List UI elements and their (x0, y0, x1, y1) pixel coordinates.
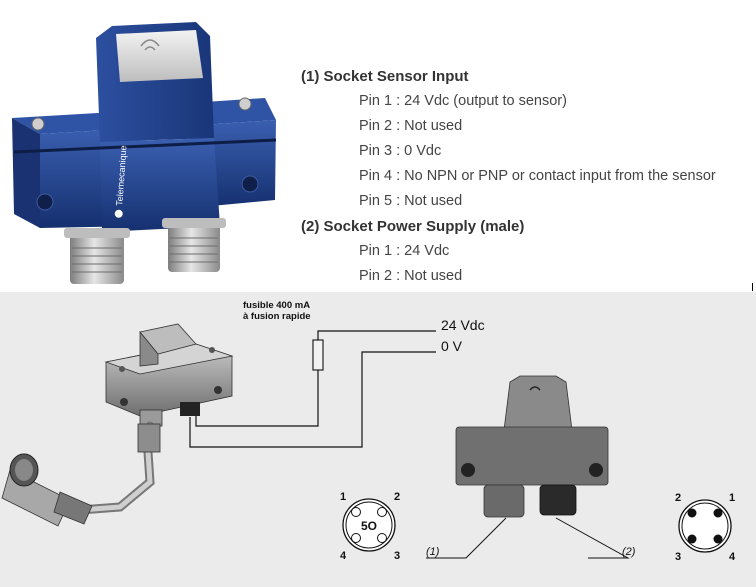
connector4-pin-3: 3 (675, 551, 681, 563)
wiring-diagram: fusible 400 mA à fusion rapide 24 Vdc 0 … (1, 300, 736, 563)
pin-specifications: (1) Socket Sensor Input Pin 1 : 24 Vdc (… (0, 0, 756, 292)
sensor-pin-1: Pin 1 : 24 Vdc (output to sensor) (359, 93, 567, 109)
divider-tick (752, 283, 753, 291)
callout-1: (1) (426, 546, 440, 558)
product-photo: Telemecanique (12, 22, 277, 284)
brand-logo: Telemecanique (114, 145, 128, 206)
fuse-label-line1: fusible 400 mA (243, 300, 310, 311)
connector5-pin-1: 1 (340, 491, 346, 503)
label-24vdc: 24 Vdc (441, 317, 485, 333)
connector4-pin-2: 2 (675, 492, 681, 504)
power-pin-1: Pin 1 : 24 Vdc (359, 243, 450, 259)
connector5-pin-2: 2 (394, 491, 400, 503)
connector-5pin-diagram: 5O 1 2 4 3 (340, 491, 400, 562)
socket-power-supply-heading: (2) Socket Power Supply (male) (301, 218, 525, 235)
callout-2: (2) (622, 546, 636, 558)
sensor-pin-5: Pin 5 : Not used (359, 193, 463, 209)
connector5-pin-4: 4 (340, 550, 347, 562)
callout-lines (426, 517, 630, 559)
fuse (312, 339, 324, 371)
sensor-pin-4: Pin 4 : No NPN or PNP or contact input f… (359, 168, 716, 184)
sensor-cable (75, 421, 161, 515)
label-0v: 0 V (441, 338, 463, 354)
connector4-pin-1: 1 (729, 492, 735, 504)
sensor-pin-3: Pin 3 : 0 Vdc (359, 143, 442, 159)
power-pin-2: Pin 2 : Not used (359, 268, 463, 284)
amplifier-module-front (455, 375, 609, 518)
sensor-pin-2: Pin 2 : Not used (359, 118, 463, 134)
amplifier-module-isometric (104, 323, 234, 427)
fuse-label-line2: à fusion rapide (243, 311, 311, 322)
connector5-pin-3: 3 (394, 550, 400, 562)
wires (189, 330, 436, 448)
wiring-diagram-panel: fusible 400 mA à fusion rapide 24 Vdc 0 … (0, 292, 756, 587)
connector-4pin-diagram: 2 1 3 4 (675, 492, 736, 563)
connector5-center-label: 5O (361, 519, 377, 533)
socket-sensor-input-heading: (1) Socket Sensor Input (301, 68, 469, 85)
connector4-pin-4: 4 (729, 551, 736, 563)
inductive-sensor (1, 453, 93, 527)
